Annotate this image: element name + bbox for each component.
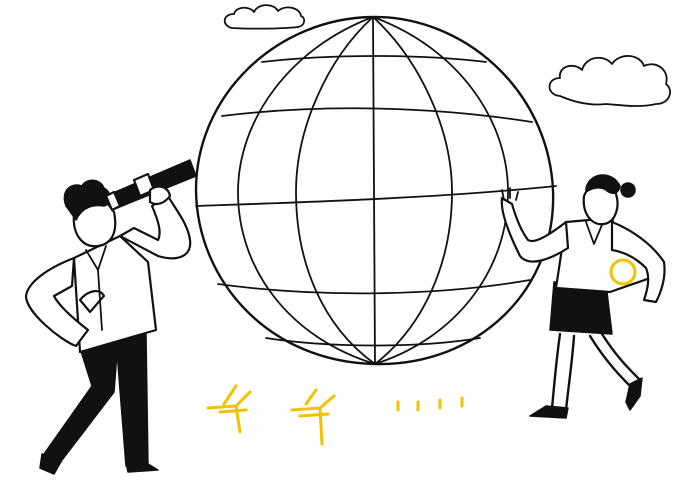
accent-marks-left [206, 384, 252, 434]
accent-marks-center [290, 388, 336, 446]
cloud-small-icon [223, 4, 305, 30]
accent-circle-icon [609, 258, 637, 286]
cloud-large-icon [548, 55, 671, 107]
globe-icon [194, 15, 557, 366]
man-with-telescope-figure [24, 159, 197, 475]
woman-pointing-figure [500, 174, 666, 419]
accent-ticks [396, 396, 464, 412]
